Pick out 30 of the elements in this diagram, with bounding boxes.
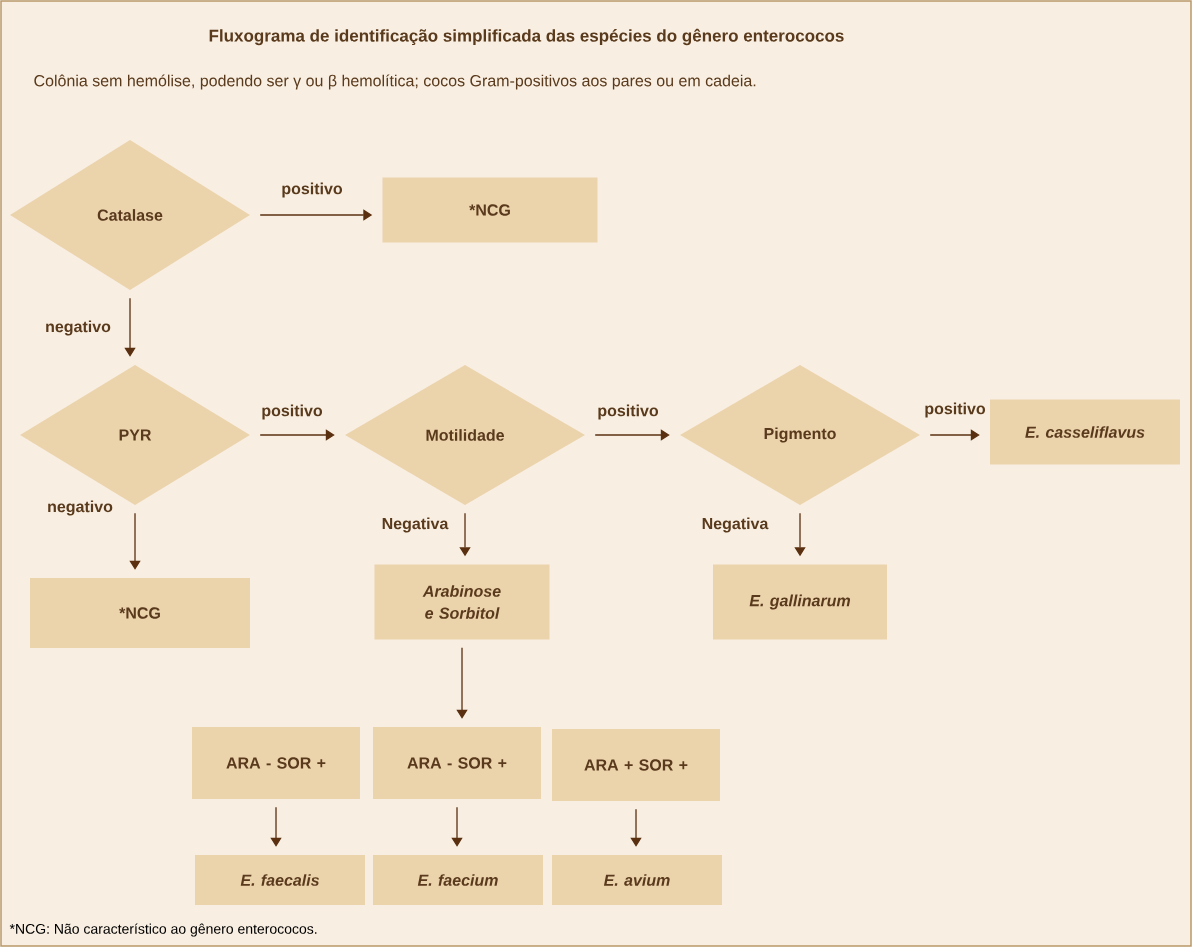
footnote: *NCG: Não característico ao gênero enterococos. bbox=[9, 923, 317, 937]
arrow bbox=[594, 429, 670, 441]
arrow bbox=[129, 512, 141, 570]
result-box: Arabinose e Sorbitol bbox=[374, 564, 550, 640]
arrow bbox=[259, 429, 335, 441]
result-box: E. avium bbox=[552, 855, 722, 905]
result-box: ARA - SOR + bbox=[192, 727, 360, 799]
edge-label: positivo bbox=[262, 404, 323, 420]
edge-label: positivo bbox=[925, 402, 986, 418]
arrow bbox=[124, 297, 136, 357]
arrow bbox=[451, 806, 463, 847]
result-box: ARA + SOR + bbox=[552, 729, 720, 801]
result-box: E. casseliflavus bbox=[990, 399, 1180, 465]
edge-label: Negativa bbox=[702, 517, 769, 533]
result-box: E. faecium bbox=[373, 855, 543, 905]
title: Fluxograma de identificação simplificada das espécies do gênero enterococos bbox=[209, 28, 844, 46]
result-box: *NCG bbox=[382, 177, 598, 243]
edge-label: negativo bbox=[46, 320, 111, 336]
edge-label: positivo bbox=[282, 182, 343, 198]
arrow bbox=[270, 806, 282, 847]
result-box: *NCG bbox=[30, 578, 250, 648]
result-box: E. faecalis bbox=[195, 855, 365, 905]
arrow bbox=[929, 429, 980, 441]
arrow bbox=[456, 647, 468, 719]
subtitle: Colônia sem hemólise, podendo ser γ ou β hemolítica; cocos Gram-positivos aos pares ou em cadeia. bbox=[34, 74, 756, 90]
edge-label: positivo bbox=[598, 404, 659, 420]
result-box: ARA - SOR + bbox=[373, 727, 541, 799]
edge-label: Negativa bbox=[382, 517, 449, 533]
arrow bbox=[630, 808, 642, 847]
result-box: E. gallinarum bbox=[713, 564, 887, 640]
